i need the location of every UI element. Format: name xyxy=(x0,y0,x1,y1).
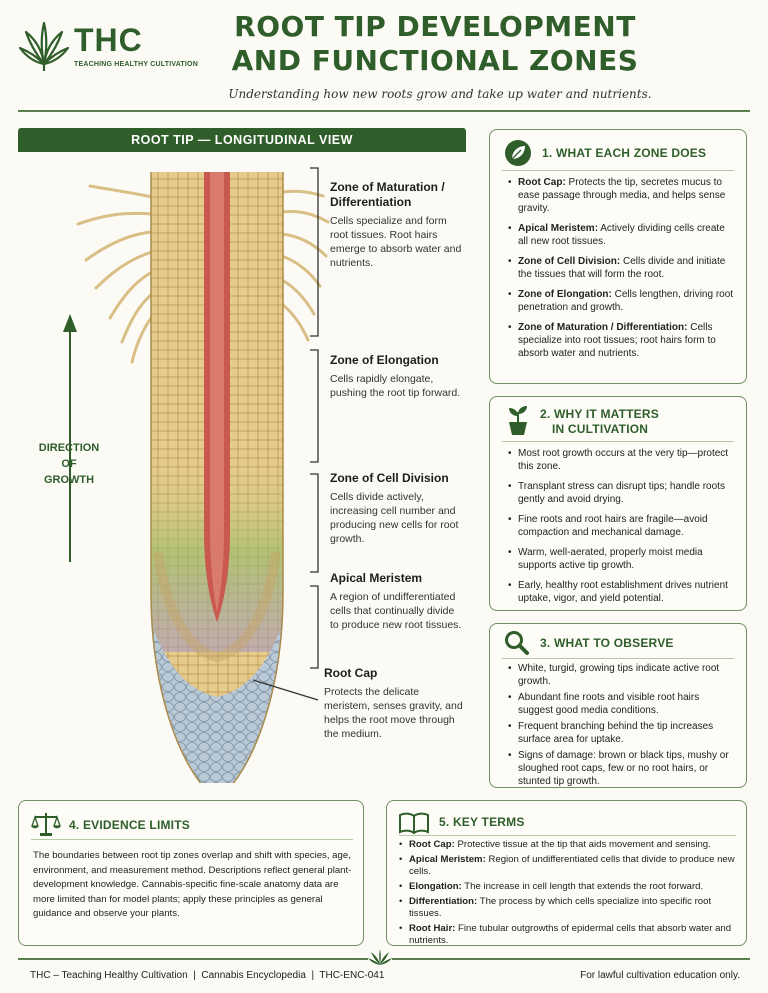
card-2-title: 2. WHY IT MATTERS IN CULTIVATION xyxy=(540,407,659,436)
list-item: Abundant fine roots and visible root hai… xyxy=(508,691,736,717)
card-1-title: 1. WHAT EACH ZONE DOES xyxy=(542,146,707,160)
footer-left-text: THC – Teaching Healthy Cultivation | Can… xyxy=(30,970,385,981)
card-key-terms: 5. KEY TERMS Root Cap: Protective tissue… xyxy=(386,800,747,946)
list-item: Frequent branching behind the tip increa… xyxy=(508,720,736,746)
card-3-title: 3. WHAT TO OBSERVE xyxy=(540,636,674,650)
card-4-divider xyxy=(31,839,353,840)
card-1-divider xyxy=(502,170,734,171)
list-item: Zone of Maturation / Differentiation: Ce… xyxy=(508,321,736,360)
list-item: Signs of damage: brown or black tips, mu… xyxy=(508,749,736,788)
zone-brackets xyxy=(252,167,319,701)
header-divider xyxy=(18,110,750,112)
observation-list: White, turgid, growing tips indicate act… xyxy=(508,662,736,788)
card-5-divider xyxy=(399,835,736,836)
list-item: Root Hair: Fine tubular outgrowths of ep… xyxy=(399,923,741,947)
logo-text: THC xyxy=(74,22,143,58)
list-item: White, turgid, growing tips indicate act… xyxy=(508,662,736,688)
evidence-text: The boundaries between root tip zones ov… xyxy=(33,850,352,919)
card-3-divider xyxy=(502,658,734,659)
cultivation-list: Most root growth occurs at the very tip—… xyxy=(508,447,736,612)
title-line-2: AND FUNCTIONAL ZONES xyxy=(231,44,639,77)
open-book-icon xyxy=(399,812,429,834)
header: THC TEACHING HEALTHY CULTIVATION ROOT TI… xyxy=(0,0,768,112)
page-title: ROOT TIP DEVELOPMENT AND FUNCTIONAL ZONE… xyxy=(200,10,670,78)
root-diagram-panel: ROOT TIP — LONGITUDINAL VIEW xyxy=(18,128,466,783)
list-item: Early, healthy root establishment drives… xyxy=(508,579,736,605)
list-item: Apical Meristem: Actively dividing cells… xyxy=(508,222,736,248)
growth-arrow xyxy=(63,314,77,562)
title-line-1: ROOT TIP DEVELOPMENT xyxy=(234,10,636,43)
card-what-to-observe: 3. WHAT TO OBSERVE White, turgid, growin… xyxy=(489,623,747,788)
list-item: Warm, well-aerated, properly moist media… xyxy=(508,546,736,572)
list-item: Zone of Elongation: Cells lengthen, driv… xyxy=(508,288,736,314)
list-item: Root Cap: Protective tissue at the tip t… xyxy=(399,839,741,851)
list-item: Elongation: The increase in cell length … xyxy=(399,881,741,893)
list-item: Most root growth occurs at the very tip—… xyxy=(508,447,736,473)
cannabis-leaf-icon xyxy=(18,21,70,71)
zone-apical-meristem-label: Apical Meristem A region of undifferenti… xyxy=(330,571,462,631)
card-2-divider xyxy=(502,441,734,442)
leaf-circle-icon xyxy=(505,140,531,166)
zone-function-list: Root Cap: Protects the tip, secretes muc… xyxy=(508,176,736,367)
list-item: Apical Meristem: Region of undifferentia… xyxy=(399,854,741,878)
zone-root-cap-label: Root Cap Protects the delicate meristem,… xyxy=(324,666,463,740)
balance-scale-icon xyxy=(31,813,61,836)
zone-cell-division-label: Zone of Cell Division Cells divide activ… xyxy=(330,471,459,545)
diagram-banner: ROOT TIP — LONGITUDINAL VIEW xyxy=(18,128,466,152)
zone-elongation-label: Zone of Elongation Cells rapidly elongat… xyxy=(330,353,461,399)
root-tip-illustration xyxy=(63,167,330,783)
logo: THC TEACHING HEALTHY CULTIVATION xyxy=(18,20,198,75)
page-subtitle: Understanding how new roots grow and tak… xyxy=(228,87,652,101)
card-5-title: 5. KEY TERMS xyxy=(439,815,525,829)
direction-of-growth-label: DIRECTION OF GROWTH xyxy=(38,442,100,486)
magnifier-icon xyxy=(505,631,529,655)
card-4-title: 4. EVIDENCE LIMITS xyxy=(69,818,190,832)
root-hairs xyxy=(76,184,330,364)
list-item: Fine roots and root hairs are fragile—av… xyxy=(508,513,736,539)
list-item: Differentiation: The process by which ce… xyxy=(399,896,741,920)
card-what-each-zone-does: 1. WHAT EACH ZONE DOES Root Cap: Protect… xyxy=(489,129,747,384)
footer-right-text: For lawful cultivation education only. xyxy=(580,970,740,981)
list-item: Root Cap: Protects the tip, secretes muc… xyxy=(508,176,736,215)
footer-leaf-icon xyxy=(368,948,392,968)
logo-subtitle: TEACHING HEALTHY CULTIVATION xyxy=(74,61,198,68)
potted-plant-icon xyxy=(509,406,527,435)
key-terms-list: Root Cap: Protective tissue at the tip t… xyxy=(399,839,741,950)
card-why-it-matters: 2. WHY IT MATTERS IN CULTIVATION Most ro… xyxy=(489,396,747,611)
card-evidence-limits: 4. EVIDENCE LIMITS The boundaries betwee… xyxy=(18,800,364,946)
list-item: Zone of Cell Division: Cells divide and … xyxy=(508,255,736,281)
zone-maturation-label: Zone of Maturation / Differentiation Cel… xyxy=(330,180,462,269)
list-item: Transplant stress can disrupt tips; hand… xyxy=(508,480,736,506)
